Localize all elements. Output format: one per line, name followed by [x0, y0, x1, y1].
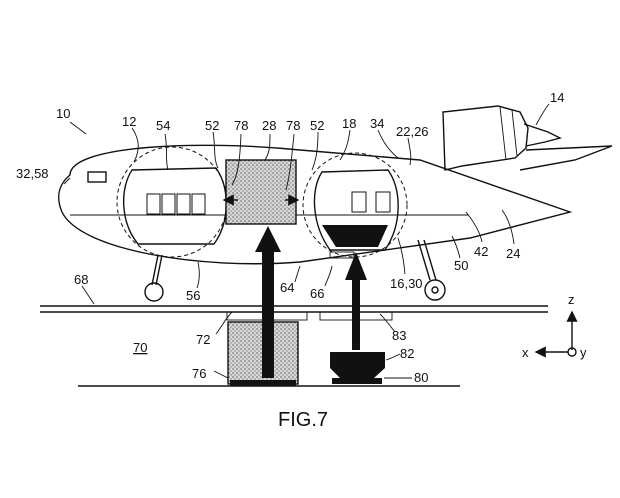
- ref-56: 56: [186, 288, 200, 303]
- module-28: [222, 159, 300, 225]
- ref-50: 50: [454, 258, 468, 273]
- ref-24: 24: [506, 246, 520, 261]
- ref-14: 14: [550, 90, 564, 105]
- ref-68: 68: [74, 272, 88, 287]
- ref-64: 64: [280, 280, 294, 295]
- ref-54: 54: [156, 118, 170, 133]
- ref-72: 72: [196, 332, 210, 347]
- ref-28: 28: [262, 118, 276, 133]
- ground-lines: [40, 305, 548, 387]
- lift-arrow-left: [255, 226, 281, 378]
- lift-arrow-right: [345, 252, 367, 350]
- ref-66: 66: [310, 286, 324, 301]
- ref-78-right: 78: [286, 118, 300, 133]
- main-landing-gear: [417, 239, 446, 301]
- ref-78-left: 78: [234, 118, 248, 133]
- ref-52-right: 52: [310, 118, 324, 133]
- figure-caption: FIG.7: [278, 409, 328, 431]
- ref-18: 18: [342, 116, 356, 131]
- leader-lines: [63, 103, 550, 379]
- ref-83: 83: [392, 328, 406, 343]
- ref-70: 70: [133, 340, 147, 355]
- ref-34: 34: [370, 116, 384, 131]
- ref-82: 82: [400, 346, 414, 361]
- axis-z-label: z: [568, 292, 575, 307]
- engine-nacelle: [442, 105, 613, 171]
- axis-x-label: x: [522, 345, 529, 360]
- ref-32-58: 32,58: [16, 166, 49, 181]
- ref-16-30: 16,30: [390, 276, 423, 291]
- ref-52-left: 52: [205, 118, 219, 133]
- nose-landing-gear: [144, 254, 164, 302]
- reference-numerals: 10 12 54 52 78 28 78 52 18 34 22,26 14 3…: [16, 90, 564, 385]
- ref-22-26: 22,26: [396, 124, 429, 139]
- ref-42: 42: [474, 244, 488, 259]
- ref-76: 76: [192, 366, 206, 381]
- ref-10: 10: [56, 106, 70, 121]
- axis-y-label: y: [580, 345, 587, 360]
- left-section-circle: [116, 146, 228, 258]
- right-section-circle: [302, 152, 408, 259]
- ref-12: 12: [122, 114, 136, 129]
- axes-indicator: z x y: [522, 292, 587, 360]
- ref-80: 80: [414, 370, 428, 385]
- lower-equipment-82: [330, 352, 385, 384]
